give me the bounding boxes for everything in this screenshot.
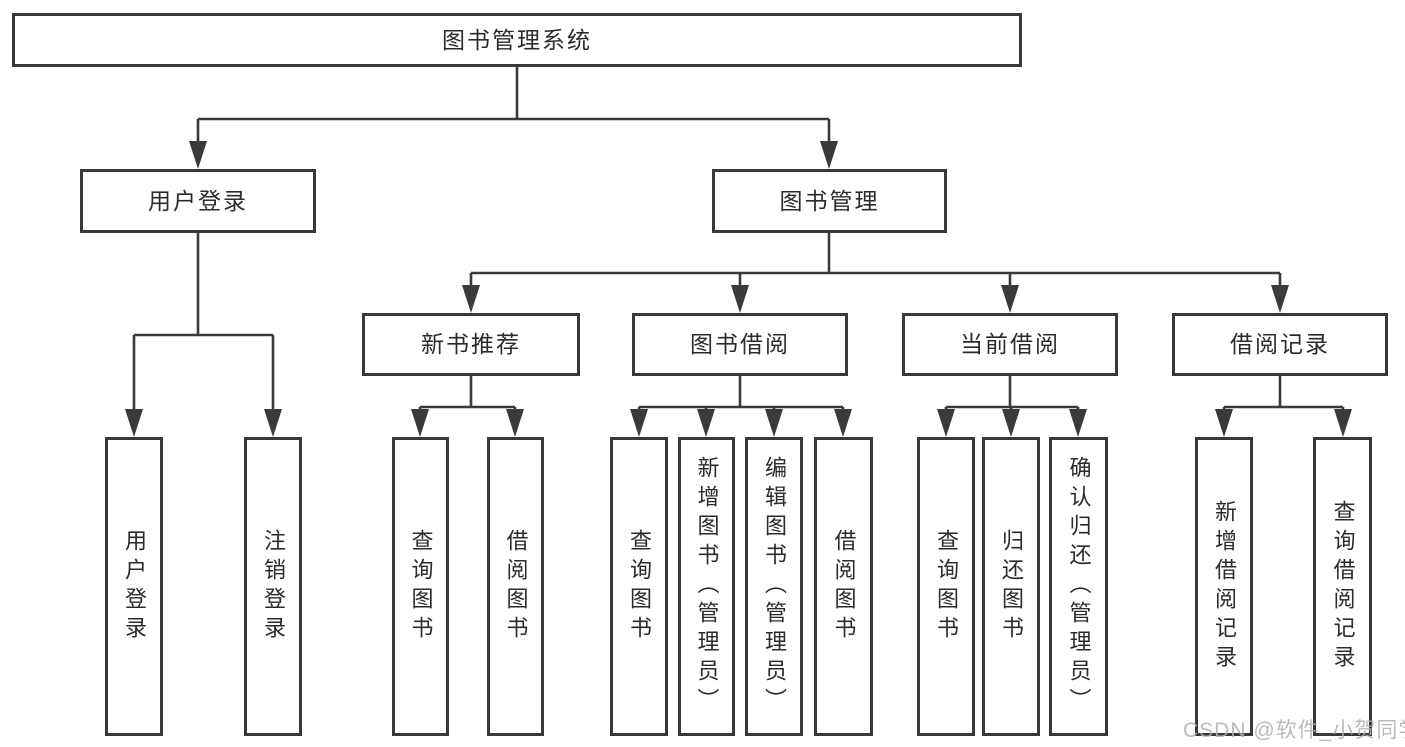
node-leaf-return-book-label: 归还图书	[999, 528, 1024, 645]
node-leaf-logout: 注销登录	[244, 437, 302, 736]
node-leaf-query-book-3: 查询图书	[917, 437, 975, 736]
node-book-management-label: 图书管理	[779, 187, 880, 214]
node-leaf-borrow-book-1: 借阅图书	[487, 437, 544, 736]
node-leaf-query-borrow-record-label: 查询借阅记录	[1330, 499, 1356, 674]
connector-new-book-recommend-children	[411, 376, 524, 437]
connector-user-login-children	[125, 233, 282, 437]
node-book-management: 图书管理	[712, 169, 947, 233]
node-leaf-confirm-return-label: 确认归还（管理员）	[1066, 456, 1092, 717]
node-user-login: 用户登录	[80, 169, 316, 233]
node-leaf-query-book-3-label: 查询图书	[934, 528, 959, 645]
node-leaf-query-book-2: 查询图书	[610, 437, 668, 736]
node-leaf-borrow-book-1-label: 借阅图书	[503, 528, 529, 645]
node-leaf-query-book-1: 查询图书	[392, 437, 449, 736]
node-leaf-query-borrow-record: 查询借阅记录	[1313, 437, 1372, 736]
node-leaf-add-book-label: 新增图书（管理员）	[694, 456, 720, 717]
connector-root-to-level2	[189, 67, 838, 169]
watermark: CSDN @软件_小贺同学	[1183, 719, 1405, 742]
node-leaf-add-borrow-record: 新增借阅记录	[1195, 437, 1253, 736]
node-current-borrow: 当前借阅	[902, 313, 1118, 376]
connector-borrow-records-children	[1215, 376, 1352, 437]
node-root: 图书管理系统	[12, 13, 1022, 67]
node-leaf-add-book: 新增图书（管理员）	[678, 437, 735, 736]
node-leaf-user-login: 用户登录	[105, 437, 163, 736]
node-book-borrow-label: 图书借阅	[690, 331, 790, 357]
node-leaf-user-login-label: 用户登录	[122, 528, 147, 645]
node-root-label: 图书管理系统	[442, 26, 592, 53]
connector-book-management-children	[462, 233, 1289, 313]
node-book-borrow: 图书借阅	[632, 313, 848, 376]
node-leaf-borrow-book-2-label: 借阅图书	[831, 528, 857, 645]
node-leaf-return-book: 归还图书	[982, 437, 1040, 736]
node-borrow-records-label: 借阅记录	[1230, 331, 1330, 357]
node-leaf-edit-book: 编辑图书（管理员）	[745, 437, 803, 736]
node-leaf-logout-label: 注销登录	[261, 528, 286, 645]
connector-book-borrow-children	[630, 376, 852, 437]
node-user-login-label: 用户登录	[148, 187, 248, 214]
node-borrow-records: 借阅记录	[1172, 313, 1388, 376]
connector-current-borrow-children	[937, 376, 1087, 437]
node-current-borrow-label: 当前借阅	[960, 331, 1060, 357]
node-leaf-confirm-return: 确认归还（管理员）	[1049, 437, 1108, 736]
node-leaf-query-book-2-label: 查询图书	[627, 528, 652, 645]
node-new-book-recommend-label: 新书推荐	[421, 331, 521, 357]
node-leaf-query-book-1-label: 查询图书	[408, 528, 434, 645]
node-leaf-borrow-book-2: 借阅图书	[814, 437, 873, 736]
node-new-book-recommend: 新书推荐	[362, 313, 580, 376]
node-leaf-add-borrow-record-label: 新增借阅记录	[1212, 499, 1237, 674]
node-leaf-edit-book-label: 编辑图书（管理员）	[762, 456, 787, 717]
